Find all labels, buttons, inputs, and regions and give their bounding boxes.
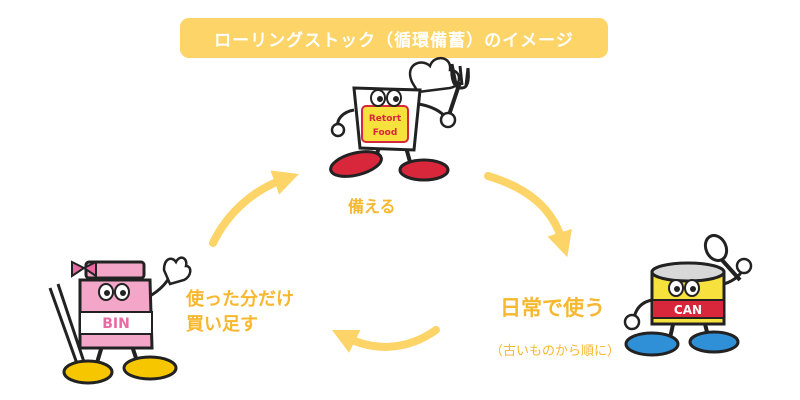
can-label: CAN <box>674 303 702 317</box>
step-rebuy-line1: 使った分だけ <box>186 289 294 310</box>
bin-label: BIN <box>102 316 130 332</box>
spoon-icon <box>703 233 742 282</box>
chopsticks-icon <box>48 283 88 373</box>
title-banner: ローリングストック（循環備蓄）のイメージ <box>180 18 608 58</box>
bin-character: BIN <box>48 256 192 385</box>
arrow-rebuy-to-prepare <box>209 170 299 247</box>
retort-label-line2: Food <box>373 128 398 138</box>
step-rebuy-label: 使った分だけ 買い足す <box>186 287 294 337</box>
retort-label-line1: Retort <box>369 114 402 124</box>
diagram-title: ローリングストック（循環備蓄）のイメージ <box>214 30 574 51</box>
fork-icon <box>446 63 470 119</box>
step-rebuy-line2: 買い足す <box>186 314 258 335</box>
step-prepare-label: 備える <box>348 197 396 216</box>
step-use-label: 日常で使う <box>500 296 605 320</box>
arrow-prepare-to-use <box>484 172 572 258</box>
retort-food-character: Retort Food <box>329 57 470 182</box>
arrow-use-to-rebuy <box>331 326 440 353</box>
can-character: CAN <box>623 233 753 357</box>
step-use-note: （古いものから順に） <box>490 344 621 359</box>
